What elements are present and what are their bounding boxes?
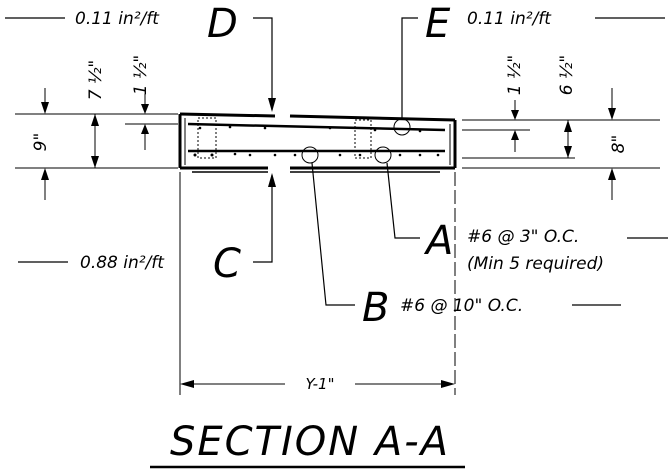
dim-right-top-outer: 6 ½" [557, 55, 577, 96]
dotted-outline-left [197, 117, 217, 159]
callout-a-letter: A [423, 218, 453, 264]
section-title: SECTION A-A [150, 419, 465, 469]
bar-b-marker [301, 146, 319, 164]
dim-left-top-inner: 1 ½" [131, 55, 151, 96]
bar-e-marker [393, 118, 411, 136]
dim-right-total: 8" [609, 135, 629, 154]
callout-a: A #6 @ 3" O.C. (Min 5 required) [386, 162, 668, 274]
page-title: SECTION A-A [170, 419, 450, 465]
dim-right-top-inner: 1 ½" [505, 55, 525, 96]
right-dimensions: 1 ½" 6 ½" 8" [462, 55, 660, 200]
callout-c-text: 0.88 in²/ft [80, 253, 165, 273]
slab-top-right [289, 114, 456, 122]
callout-e: E 0.11 in²/ft [401, 1, 665, 119]
callout-b: B #6 @ 10" O.C. [311, 162, 621, 331]
callout-b-text: #6 @ 10" O.C. [400, 296, 523, 316]
callout-b-letter: B [362, 285, 389, 331]
bar-a-marker [374, 146, 392, 164]
callout-d-text: 0.11 in²/ft [75, 9, 160, 29]
top-bar [187, 122, 446, 132]
callout-a-text: #6 @ 3" O.C. [467, 227, 579, 247]
slab-top-left [179, 112, 276, 118]
width-dimension: Y-1" [179, 172, 456, 395]
left-dimensions: 9" 7 ½" 1 ½" [15, 55, 178, 200]
bar-dots [193, 125, 440, 157]
callout-d-letter: D [207, 1, 238, 47]
callout-e-letter: E [425, 1, 451, 47]
callout-c: 0.88 in²/ft C [18, 173, 276, 287]
dim-width: Y-1" [306, 375, 335, 393]
callout-e-text: 0.11 in²/ft [467, 9, 552, 29]
dotted-outline-right [354, 119, 372, 159]
callout-d: 0.11 in²/ft D [5, 1, 276, 112]
dim-left-top-outer: 7 ½" [86, 60, 106, 101]
callout-c-letter: C [213, 241, 241, 287]
dim-left-total: 9" [31, 133, 51, 152]
callout-a-note: (Min 5 required) [467, 254, 604, 274]
slab-section [178, 112, 457, 173]
